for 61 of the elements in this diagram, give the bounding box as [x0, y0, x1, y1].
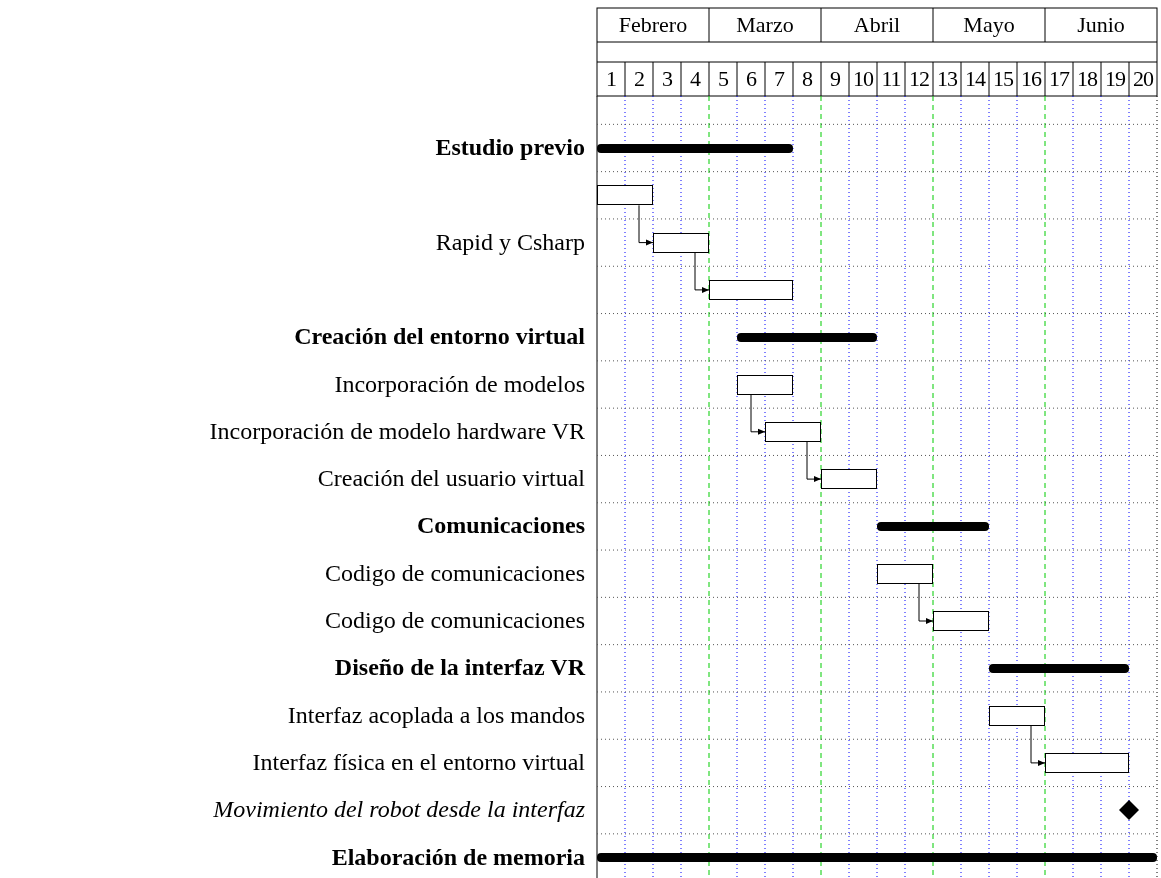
task-bar	[653, 232, 709, 253]
phase-label: Comunicaciones	[417, 511, 585, 540]
phase-label: Elaboración de memoria	[331, 842, 585, 871]
week-number: 10	[852, 66, 874, 92]
task-bar	[933, 611, 989, 631]
week-number: 11	[880, 66, 902, 92]
task-label: Codigo de comunicaciones	[325, 558, 585, 587]
week-number: 19	[1104, 66, 1126, 92]
dependency-arrow	[750, 394, 766, 435]
task-bar	[821, 469, 877, 490]
phase-label: Creación del entorno virtual	[294, 322, 585, 351]
task-bar	[737, 374, 793, 395]
task-bar	[989, 705, 1045, 726]
task-bar	[709, 279, 793, 300]
week-number: 14	[964, 66, 987, 92]
dependency-arrow	[918, 583, 934, 624]
week-number: 6	[745, 66, 758, 92]
week-number: 1	[605, 66, 617, 92]
task-bar	[765, 421, 821, 442]
summary-bar	[877, 521, 989, 531]
task-label: Codigo de comunicaciones	[325, 606, 585, 634]
week-number: 7	[773, 66, 786, 92]
week-number: 3	[661, 66, 673, 92]
summary-bar	[737, 332, 877, 342]
week-number: 4	[689, 66, 702, 92]
task-label: Rapid y Csharp	[435, 227, 585, 256]
task-bar	[877, 563, 933, 584]
milestone-diamond	[1119, 800, 1139, 821]
week-number: 9	[829, 66, 841, 92]
week-number: 12	[908, 66, 930, 92]
month-label: Abril	[852, 12, 902, 38]
task-label: Creación del usuario virtual	[317, 464, 585, 493]
summary-bar	[597, 853, 1157, 862]
phase-label: Estudio previo	[435, 133, 585, 161]
week-number: 5	[717, 66, 729, 92]
week-number: 16	[1020, 66, 1043, 92]
summary-bar	[989, 663, 1129, 673]
task-label: Interfaz acoplada a los mandos	[287, 700, 585, 729]
dependency-arrow	[1030, 725, 1046, 766]
summary-bar	[597, 143, 793, 153]
month-label: Mayo	[962, 12, 1016, 38]
week-number: 13	[936, 66, 958, 92]
month-label: Febrero	[617, 12, 689, 38]
week-number: 20	[1132, 66, 1154, 92]
week-number: 8	[801, 66, 813, 92]
dependency-arrow	[694, 252, 710, 293]
phase-label: Diseño de la interfaz VR	[334, 653, 585, 682]
week-number: 2	[633, 66, 645, 92]
task-label: Incorporación de modelo hardware VR	[209, 416, 585, 445]
milestone-label: Movimiento del robot desde la interfaz	[213, 795, 585, 824]
task-bar	[597, 185, 653, 206]
dependency-arrow	[806, 441, 822, 483]
month-label: Junio	[1076, 12, 1126, 38]
month-label: Marzo	[735, 12, 795, 38]
week-number: 17	[1048, 66, 1071, 92]
task-label: Interfaz física en el entorno virtual	[252, 747, 585, 776]
week-number: 15	[992, 66, 1014, 92]
dependency-arrow	[638, 204, 654, 246]
task-label: Incorporación de modelos	[334, 369, 585, 398]
task-bar	[1045, 752, 1129, 773]
week-number: 18	[1076, 66, 1098, 92]
